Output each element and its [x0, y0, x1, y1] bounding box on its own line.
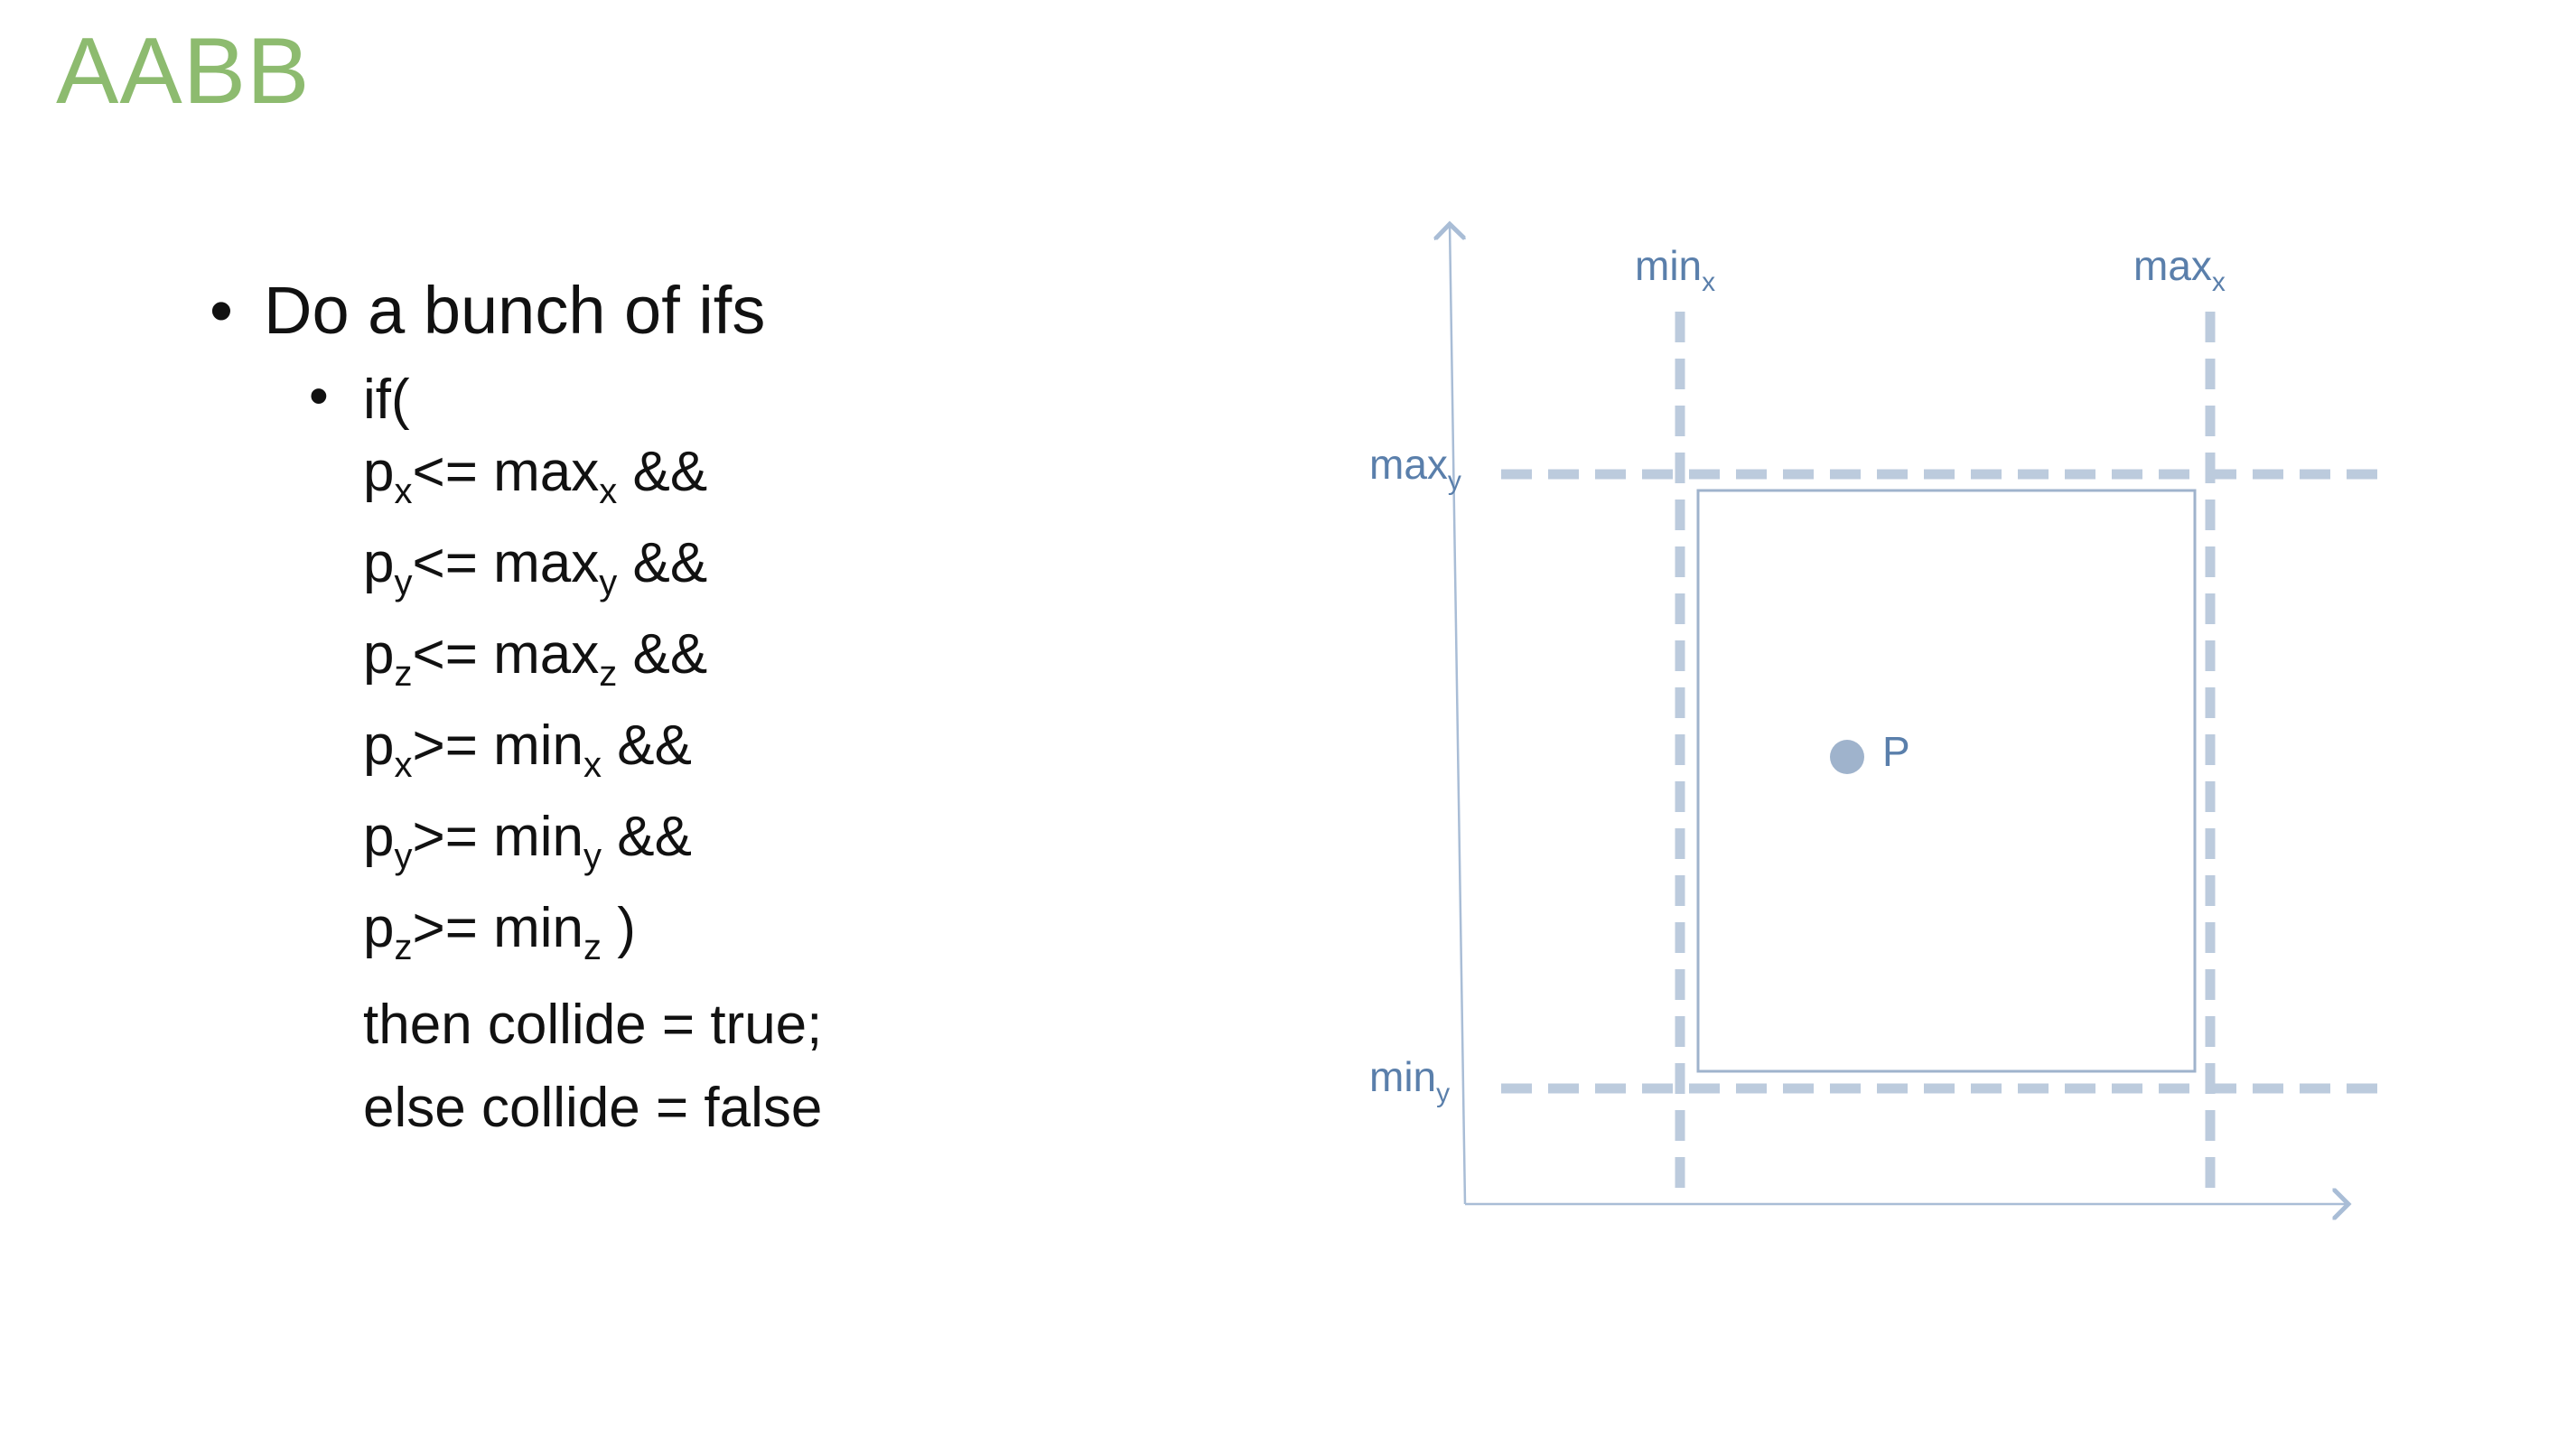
cond-bound-sub: y — [583, 836, 602, 876]
y-axis — [1450, 224, 1467, 1205]
bullet-main: Do a bunch of ifs — [210, 271, 822, 351]
condition-line: pz<= maxz && — [363, 619, 822, 710]
cond-bound-sub: y — [599, 562, 618, 602]
cond-p: p — [363, 531, 395, 594]
bullet-dot-icon: • — [309, 364, 329, 427]
then-line: then collide = true; — [363, 993, 823, 1056]
cond-bound-sub: x — [599, 471, 618, 511]
cond-var-sub: x — [394, 744, 413, 785]
cond-op: <= max — [412, 531, 600, 594]
condition-line: pz>= minz ) — [363, 892, 822, 984]
bullet-list: Do a bunch of ifs • if( px<= maxx &&py<=… — [210, 271, 822, 1150]
if-open: if( — [363, 368, 410, 431]
point-p — [1830, 740, 1864, 774]
cond-op: <= max — [412, 440, 600, 503]
cond-tail: && — [617, 531, 708, 594]
cond-p: p — [363, 805, 395, 868]
label-max-x: maxx — [2133, 242, 2226, 297]
label-min-x: minx — [1635, 242, 1715, 297]
bullet-sub: • if( px<= maxx &&py<= maxy &&pz<= maxz … — [309, 364, 823, 1150]
condition-line: py<= maxy && — [363, 528, 822, 619]
label-min-y: miny — [1369, 1053, 1450, 1108]
cond-var-sub: z — [394, 653, 413, 694]
cond-p: p — [363, 440, 395, 503]
cond-p: p — [363, 622, 395, 686]
condition-line: px>= minx && — [363, 710, 822, 801]
else-line: else collide = false — [363, 1076, 823, 1139]
cond-tail: && — [617, 622, 708, 686]
condition-line: py>= miny && — [363, 801, 822, 892]
cond-tail: && — [602, 714, 692, 777]
cond-op: >= min — [412, 714, 584, 777]
cond-op: >= min — [412, 805, 584, 868]
cond-tail: ) — [602, 896, 636, 959]
condition-line: px<= maxx && — [363, 436, 822, 528]
aabb-box — [1696, 489, 2197, 1073]
cond-bound-sub: z — [583, 927, 602, 967]
cond-tail: && — [617, 440, 708, 503]
cond-tail: && — [602, 805, 692, 868]
cond-var-sub: x — [394, 471, 413, 511]
cond-op: >= min — [412, 896, 584, 959]
cond-var-sub: y — [394, 562, 413, 602]
label-max-y: maxy — [1369, 441, 1461, 496]
cond-p: p — [363, 896, 395, 959]
condition-list: px<= maxx &&py<= maxy &&pz<= maxz &&px>=… — [363, 436, 822, 984]
cond-bound-sub: x — [583, 744, 602, 785]
cond-p: p — [363, 714, 395, 777]
cond-var-sub: z — [394, 927, 413, 967]
cond-op: <= max — [412, 622, 600, 686]
cond-var-sub: y — [394, 836, 413, 876]
cond-bound-sub: z — [599, 653, 618, 694]
slide-title: AABB — [56, 19, 311, 124]
label-point-p: P — [1882, 728, 1910, 775]
